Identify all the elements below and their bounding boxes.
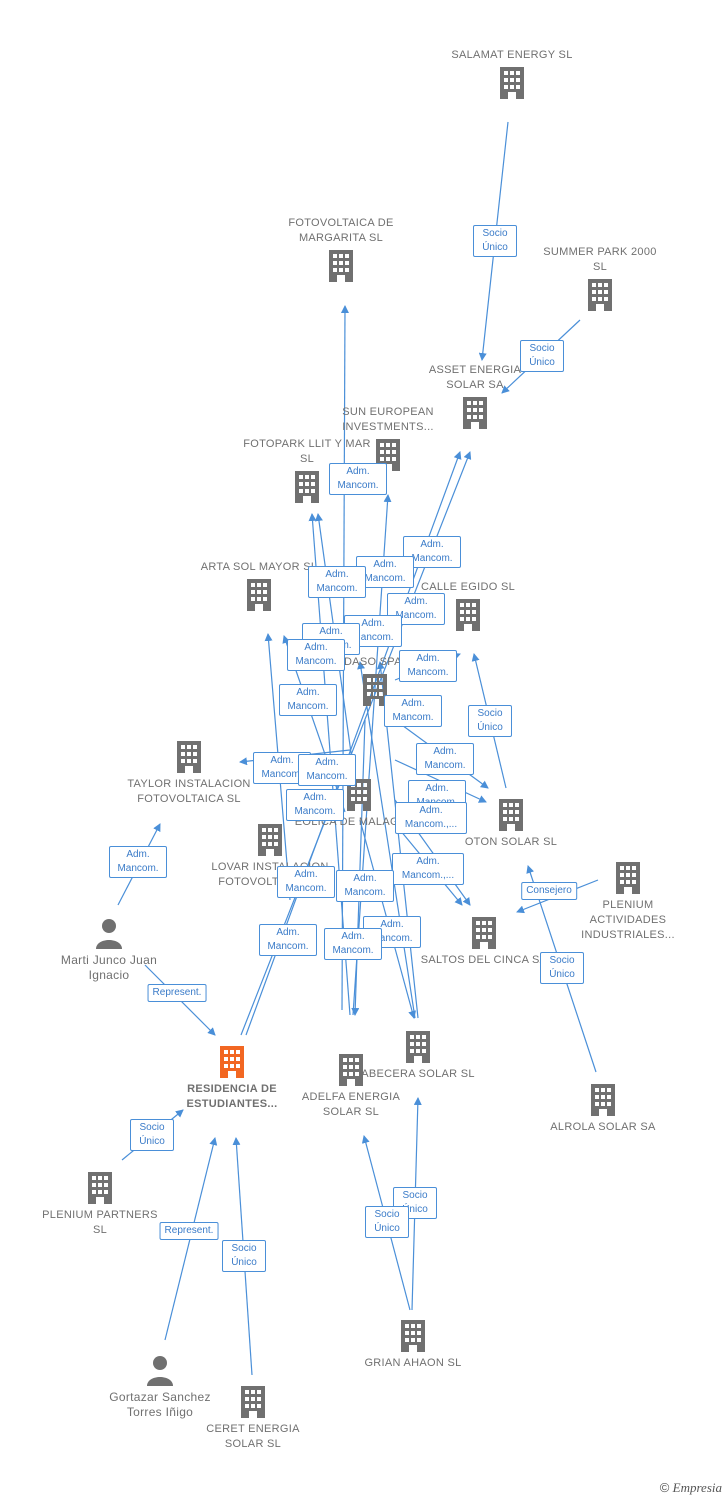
node-label: CALLE EGIDO SL: [420, 581, 516, 593]
company-adelfa[interactable]: ADELFA ENERGIA SOLAR SL: [286, 1050, 416, 1120]
node-label: FOTOVOLTAICA DE MARGARITA SL: [288, 217, 394, 244]
building-icon: [247, 579, 271, 611]
company-residencia-estudiantes[interactable]: RESIDENCIA DE ESTUDIANTES...: [167, 1042, 297, 1112]
edge-label-adm-mancom[interactable]: Adm. Mancom.: [403, 536, 461, 568]
edge-label-adm-mancom[interactable]: Adm. Mancom.: [324, 928, 382, 960]
company-fotovoltaica-margarita[interactable]: FOTOVOLTAICA DE MARGARITA SL: [276, 216, 406, 286]
edge-label-socio-unico[interactable]: Socio Único: [520, 340, 564, 372]
company-fotopark[interactable]: FOTOPARK LLIT Y MAR SL: [242, 437, 372, 507]
node-label: PLENIUM ACTIVIDADES INDUSTRIALES...: [581, 899, 675, 941]
edge-label-adm-mancom[interactable]: Adm. Mancom.: [277, 866, 335, 898]
building-icon: [220, 1046, 244, 1078]
edge-label-represent[interactable]: Represent.: [159, 1222, 219, 1240]
node-label: SALTOS DEL CINCA SA: [420, 954, 548, 966]
brand-logo: Empresia: [672, 1480, 722, 1495]
empresia-brand[interactable]: © Empresia: [660, 1480, 722, 1496]
node-label: Marti Junco Juan Ignacio: [60, 953, 158, 982]
edge-label-adm-mancom[interactable]: Adm. Mancom.: [399, 650, 457, 682]
building-icon: [616, 862, 640, 894]
person-icon: [96, 919, 122, 949]
edge-label-consejero[interactable]: Consejero: [521, 882, 577, 900]
company-oton[interactable]: OTON SOLAR SL: [446, 795, 576, 850]
building-icon: [363, 674, 387, 706]
person-marti-junco[interactable]: Marti Junco Juan Ignacio: [44, 913, 174, 983]
edge-label-adm-mancom[interactable]: Adm. Mancom.: [298, 754, 356, 786]
building-icon: [499, 799, 523, 831]
building-icon: [588, 279, 612, 311]
node-label: ASSET ENERGIA SOLAR SA: [428, 364, 522, 391]
company-plenium-partners[interactable]: PLENIUM PARTNERS SL: [35, 1168, 165, 1238]
node-label: FOTOPARK LLIT Y MAR SL: [243, 438, 371, 465]
edge-w5: [357, 661, 416, 1019]
building-icon: [406, 1031, 430, 1063]
edge-label-adm-mancom[interactable]: Adm. Mancom.: [384, 695, 442, 727]
building-icon: [339, 1054, 363, 1086]
building-icon: [591, 1084, 615, 1116]
copyright-symbol: ©: [659, 1480, 670, 1495]
company-grian-ahaon[interactable]: GRIAN AHAON SL: [348, 1316, 478, 1371]
node-label: TAYLOR INSTALACION FOTOVOLTAICA SL: [127, 778, 251, 805]
company-summer-park[interactable]: SUMMER PARK 2000 SL: [535, 245, 665, 315]
edge-w18: [351, 719, 366, 1016]
node-label: ALROLA SOLAR SA: [550, 1121, 656, 1133]
node-label: SALAMAT ENERGY SL: [451, 49, 573, 61]
edge-label-adm-mancom[interactable]: Adm. Mancom.: [259, 924, 317, 956]
building-icon: [347, 779, 371, 811]
building-icon: [258, 824, 282, 856]
company-saltos-cinca[interactable]: SALTOS DEL CINCA SA: [419, 913, 549, 968]
edge-label-adm-mancom[interactable]: Adm. Mancom.: [286, 789, 344, 821]
edge-label-socio-unico[interactable]: Socio Único: [130, 1119, 174, 1151]
edge-label-adm-mancom[interactable]: Adm. Mancom.: [279, 684, 337, 716]
node-label: OTON SOLAR SL: [464, 836, 558, 848]
company-salamat-energy[interactable]: SALAMAT ENERGY SL: [447, 48, 577, 103]
company-calle-egido[interactable]: CALLE EGIDO SL: [403, 580, 533, 635]
edge-label-socio-unico[interactable]: Socio Único: [540, 952, 584, 984]
company-asset-energia[interactable]: ASSET ENERGIA SOLAR SA: [410, 363, 540, 433]
node-label: SUN EUROPEAN INVESTMENTS...: [342, 406, 434, 433]
building-icon: [472, 917, 496, 949]
edge-label-adm-mancom[interactable]: Adm. Mancom.: [329, 463, 387, 495]
edge-label-socio-unico[interactable]: Socio Único: [468, 705, 512, 737]
node-label: SUMMER PARK 2000 SL: [543, 246, 657, 273]
company-abecera[interactable]: ABECERA SOLAR SL: [353, 1027, 483, 1082]
company-alrola[interactable]: ALROLA SOLAR SA: [538, 1080, 668, 1135]
building-icon: [177, 741, 201, 773]
person-icon: [147, 1356, 173, 1386]
node-label: PLENIUM PARTNERS SL: [42, 1209, 158, 1236]
building-icon: [500, 67, 524, 99]
company-arta-sol[interactable]: ARTA SOL MAYOR SL: [194, 560, 324, 615]
edge-label-adm-mancom-truncated[interactable]: Adm. Mancom.,...: [395, 802, 467, 834]
edge-label-represent[interactable]: Represent.: [147, 984, 207, 1002]
building-icon: [88, 1172, 112, 1204]
edge-label-socio-unico[interactable]: Socio Único: [393, 1187, 437, 1219]
company-taylor[interactable]: TAYLOR INSTALACION FOTOVOLTAICA SL: [124, 737, 254, 807]
edge-label-adm-mancom[interactable]: Adm. Mancom.: [109, 846, 167, 878]
building-icon: [401, 1320, 425, 1352]
edge-label-adm-mancom[interactable]: Adm. Mancom.: [308, 566, 366, 598]
edge-label-socio-unico[interactable]: Socio Único: [222, 1240, 266, 1272]
company-ceret[interactable]: CERET ENERGIA SOLAR SL: [188, 1382, 318, 1452]
edge-label-socio-unico[interactable]: Socio Único: [473, 225, 517, 257]
building-icon: [329, 250, 353, 282]
node-label: RESIDENCIA DE ESTUDIANTES...: [186, 1083, 278, 1110]
building-icon: [241, 1386, 265, 1418]
node-label: Gortazar Sanchez Torres Iñigo: [109, 1390, 211, 1419]
building-icon: [463, 397, 487, 429]
node-label: ADELFA ENERGIA SOLAR SL: [301, 1091, 401, 1118]
edge-label-adm-mancom[interactable]: Adm. Mancom.: [287, 639, 345, 671]
building-icon: [456, 599, 480, 631]
edge-label-socio-unico[interactable]: Socio Único: [365, 1206, 409, 1238]
node-label: ABECERA SOLAR SL: [361, 1068, 475, 1080]
edge-label-adm-mancom[interactable]: Adm. Mancom.: [416, 743, 474, 775]
person-gortazar[interactable]: Gortazar Sanchez Torres Iñigo: [95, 1350, 225, 1420]
node-label: GRIAN AHAON SL: [364, 1357, 462, 1369]
edge-label-adm-mancom[interactable]: Adm. Mancom.: [336, 870, 394, 902]
company-plenium-actividades[interactable]: PLENIUM ACTIVIDADES INDUSTRIALES...: [563, 858, 693, 943]
building-icon: [295, 471, 319, 503]
edge-label-adm-mancom-truncated[interactable]: Adm. Mancom.,...: [392, 853, 464, 885]
node-label: CERET ENERGIA SOLAR SL: [206, 1423, 300, 1450]
node-label: ARTA SOL MAYOR SL: [200, 561, 318, 573]
